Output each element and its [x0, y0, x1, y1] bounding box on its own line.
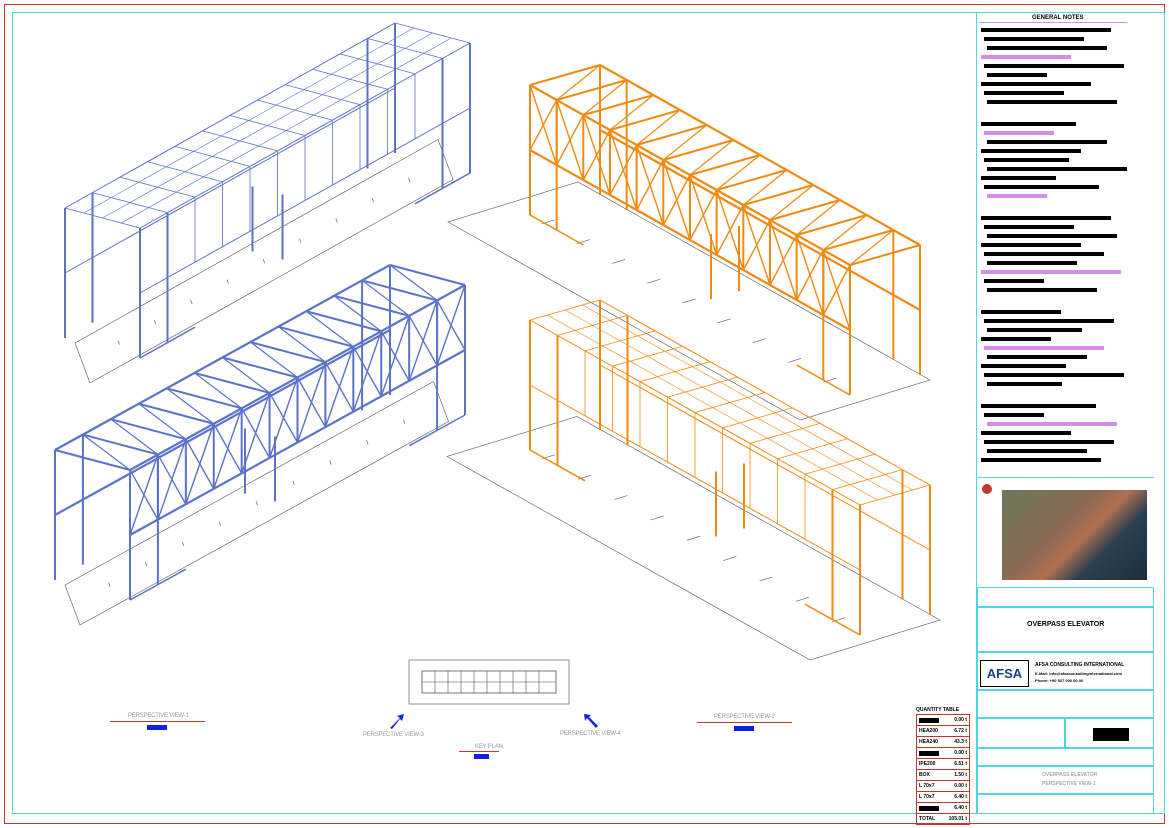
note-line: [984, 91, 1064, 95]
perspective-view-1-model: [64, 22, 471, 384]
stamp: [1093, 728, 1129, 741]
note-line: [984, 319, 1114, 323]
view-label-4: PERSPECTIVE VIEW-4: [560, 731, 621, 737]
company-phone: Phone: +90 537 000 00 00: [1035, 678, 1084, 683]
note-line: [987, 288, 1097, 292]
project-title: OVERPASS ELEVATOR: [1027, 621, 1105, 628]
note-line: [984, 346, 1104, 350]
note-line: [984, 64, 1124, 68]
note-line: [981, 216, 1111, 220]
note-line: [984, 279, 1044, 283]
view-arrow-icon: [584, 714, 598, 728]
note-line: [987, 73, 1047, 77]
note-line: [987, 422, 1117, 426]
view-arrow-icon: [390, 714, 404, 729]
scale-bar: [147, 725, 167, 730]
quantity-row: 6.40 t: [916, 803, 970, 814]
note-line: [987, 194, 1047, 198]
quantity-table-title: QUANTITY TABLE: [916, 707, 960, 713]
north-arrow-icon: [982, 484, 992, 494]
scale-bar: [734, 726, 754, 731]
company-email: E-Mail: info@afsaconsultinginternational…: [1035, 671, 1123, 676]
note-line: [987, 234, 1117, 238]
note-line: [981, 458, 1101, 462]
note-line: [987, 328, 1082, 332]
title-block: GENERAL NOTES OVERPASS ELEVATOR AFSA AFS…: [976, 12, 1154, 814]
drawing-title-1: OVERPASS ELEVATOR: [1042, 772, 1098, 778]
view-label-1: PERSPECTIVE VIEW-1: [128, 713, 189, 719]
drawing-frame: [12, 12, 1165, 814]
location-satellite-map: [1002, 490, 1147, 580]
note-line: [981, 364, 1066, 368]
note-line: [984, 225, 1074, 229]
note-line: [987, 100, 1117, 104]
scale-bar: [474, 754, 489, 759]
note-line: [987, 355, 1087, 359]
view-label-2: PERSPECTIVE VIEW-2: [714, 714, 775, 720]
perspective-view-2-model: [447, 64, 931, 421]
note-line: [981, 270, 1121, 274]
note-line: [981, 55, 1071, 59]
note-line: [987, 167, 1127, 171]
drawing-title-2: PERSPECTIVE VIEW-1: [1042, 781, 1096, 787]
note-line: [981, 431, 1071, 435]
perspective-view-3-model: [54, 264, 466, 626]
key-plan-drawing: [408, 659, 570, 705]
company-logo: AFSA: [980, 660, 1029, 687]
note-line: [984, 37, 1084, 41]
note-line: [981, 122, 1076, 126]
note-line: [984, 252, 1104, 256]
note-line: [981, 310, 1061, 314]
quantity-row: 0.00 t: [916, 714, 970, 726]
perspective-view-4-model: [446, 299, 941, 661]
quantity-row: 0.00 t: [916, 748, 970, 759]
note-line: [981, 149, 1081, 153]
company-name: AFSA CONSULTING INTERNATIONAL: [1035, 662, 1125, 668]
note-line: [981, 28, 1111, 32]
note-line: [984, 440, 1114, 444]
note-line: [987, 382, 1062, 386]
note-line: [984, 373, 1124, 377]
key-plan-label: KEY PLAN: [475, 744, 503, 750]
note-line: [987, 46, 1107, 50]
note-line: [981, 404, 1096, 408]
note-line: [981, 82, 1091, 86]
note-line: [984, 413, 1044, 417]
general-notes-title: GENERAL NOTES: [1032, 15, 1084, 21]
note-line: [987, 140, 1107, 144]
note-line: [981, 176, 1056, 180]
note-line: [984, 158, 1069, 162]
view-label-3: PERSPECTIVE VIEW-3: [363, 732, 424, 738]
note-line: [987, 449, 1087, 453]
note-line: [987, 261, 1077, 265]
note-line: [984, 131, 1054, 135]
note-line: [984, 185, 1099, 189]
note-line: [981, 243, 1081, 247]
note-line: [981, 337, 1051, 341]
